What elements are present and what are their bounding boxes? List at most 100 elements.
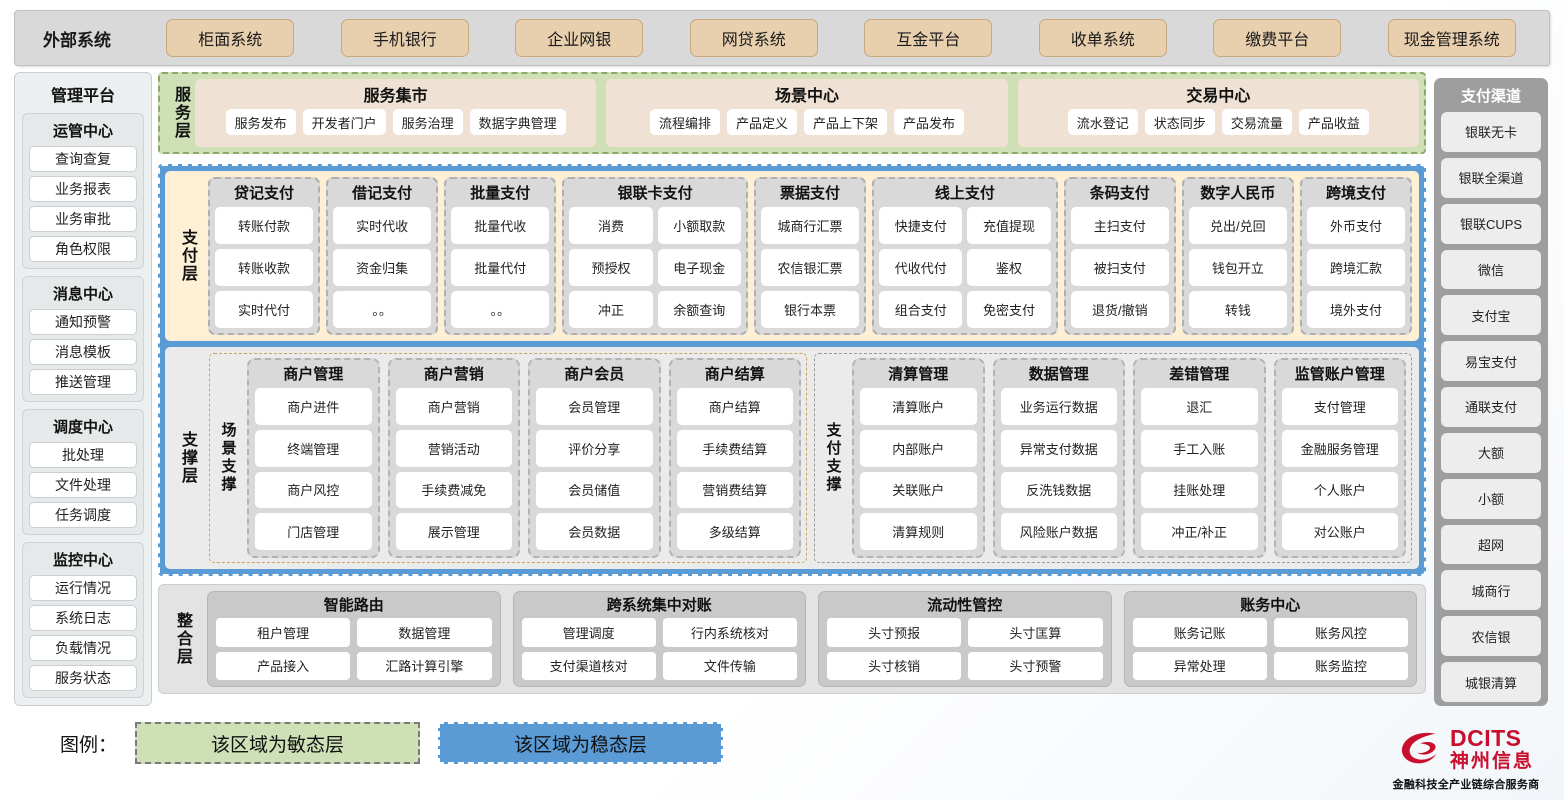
support-chip[interactable]: 手续费减免 — [395, 471, 512, 509]
management-item[interactable]: 任务调度 — [29, 502, 137, 528]
payment-chip[interactable]: 。。 — [451, 291, 550, 328]
service-chip[interactable]: 交易流量 — [1221, 109, 1292, 135]
payment-chip[interactable]: 跨境汇款 — [1306, 249, 1405, 286]
payment-chip[interactable]: 兑出/兑回 — [1188, 207, 1287, 244]
external-system-chip[interactable]: 网贷系统 — [689, 19, 818, 57]
support-chip[interactable]: 金融服务管理 — [1281, 429, 1398, 467]
support-chip[interactable]: 营销活动 — [395, 429, 512, 467]
integration-chip[interactable]: 管理调度 — [521, 618, 656, 647]
integration-chip[interactable]: 头寸预报 — [827, 618, 962, 647]
integration-chip[interactable]: 产品接入 — [216, 651, 351, 680]
integration-chip[interactable]: 头寸匡算 — [968, 618, 1103, 647]
payment-chip[interactable]: 。。 — [333, 291, 432, 328]
service-chip[interactable]: 流程编排 — [649, 109, 720, 135]
management-item[interactable]: 负载情况 — [29, 635, 137, 661]
integration-chip[interactable]: 头寸核销 — [827, 651, 962, 680]
support-chip[interactable]: 关联账户 — [860, 471, 977, 509]
payment-chip[interactable]: 消费 — [569, 207, 653, 244]
payment-channel-item[interactable]: 易宝支付 — [1441, 341, 1541, 382]
payment-chip[interactable]: 余额查询 — [657, 291, 741, 328]
payment-chip[interactable]: 预授权 — [569, 249, 653, 286]
support-chip[interactable]: 会员管理 — [536, 388, 653, 425]
payment-chip[interactable]: 组合支付 — [879, 291, 963, 328]
support-chip[interactable]: 手续费结算 — [676, 429, 793, 467]
payment-chip[interactable]: 代收代付 — [879, 249, 963, 286]
support-chip[interactable]: 清算账户 — [860, 388, 977, 425]
service-chip[interactable]: 状态同步 — [1144, 109, 1215, 135]
service-chip[interactable]: 服务治理 — [392, 109, 463, 135]
payment-chip[interactable]: 批量代付 — [451, 249, 550, 286]
payment-channel-item[interactable]: 超网 — [1441, 524, 1541, 565]
support-chip[interactable]: 支付管理 — [1281, 388, 1398, 425]
support-chip[interactable]: 内部账户 — [860, 429, 977, 467]
external-system-chip[interactable]: 现金管理系统 — [1387, 19, 1516, 57]
payment-chip[interactable]: 银行本票 — [760, 291, 860, 328]
support-chip[interactable]: 会员数据 — [536, 513, 653, 550]
payment-chip[interactable]: 电子现金 — [657, 249, 741, 286]
payment-chip[interactable]: 转账收款 — [215, 249, 314, 286]
management-item[interactable]: 系统日志 — [29, 605, 137, 631]
integration-chip[interactable]: 文件传输 — [662, 651, 797, 680]
support-chip[interactable]: 商户结算 — [676, 388, 793, 425]
support-chip[interactable]: 退汇 — [1141, 388, 1258, 425]
service-chip[interactable]: 流水登记 — [1067, 109, 1138, 135]
integration-chip[interactable]: 异常处理 — [1132, 651, 1267, 680]
support-chip[interactable]: 评价分享 — [536, 429, 653, 467]
payment-channel-item[interactable]: 支付宝 — [1441, 295, 1541, 336]
service-chip[interactable]: 开发者门户 — [302, 109, 386, 135]
support-chip[interactable]: 门店管理 — [255, 513, 372, 550]
external-system-chip[interactable]: 缴费平台 — [1213, 19, 1342, 57]
payment-chip[interactable]: 实时代付 — [215, 291, 314, 328]
service-chip[interactable]: 产品发布 — [894, 109, 965, 135]
management-item[interactable]: 角色权限 — [29, 236, 137, 262]
support-chip[interactable]: 业务运行数据 — [1000, 388, 1117, 425]
support-chip[interactable]: 会员储值 — [536, 471, 653, 509]
payment-chip[interactable]: 外币支付 — [1306, 207, 1405, 244]
support-chip[interactable]: 营销费结算 — [676, 471, 793, 509]
payment-channel-item[interactable]: 城银清算 — [1441, 662, 1541, 702]
integration-chip[interactable]: 数据管理 — [357, 618, 492, 647]
payment-channel-item[interactable]: 微信 — [1441, 249, 1541, 290]
management-item[interactable]: 文件处理 — [29, 472, 137, 498]
payment-channel-item[interactable]: 城商行 — [1441, 570, 1541, 611]
payment-chip[interactable]: 退货/撤销 — [1070, 291, 1169, 328]
payment-chip[interactable]: 境外支付 — [1306, 291, 1405, 328]
payment-chip[interactable]: 转账付款 — [215, 207, 314, 244]
payment-channel-item[interactable]: 小额 — [1441, 478, 1541, 519]
management-item[interactable]: 服务状态 — [29, 665, 137, 691]
support-chip[interactable]: 挂账处理 — [1141, 471, 1258, 509]
integration-chip[interactable]: 账务记账 — [1132, 618, 1267, 647]
payment-chip[interactable]: 城商行汇票 — [760, 207, 860, 244]
integration-chip[interactable]: 汇路计算引擎 — [357, 651, 492, 680]
management-item[interactable]: 业务审批 — [29, 206, 137, 232]
service-chip[interactable]: 产品上下架 — [803, 109, 887, 135]
payment-channel-item[interactable]: 农信银 — [1441, 616, 1541, 657]
payment-chip[interactable]: 快捷支付 — [879, 207, 963, 244]
support-chip[interactable]: 商户风控 — [255, 471, 372, 509]
payment-chip[interactable]: 充值提现 — [967, 207, 1051, 244]
payment-chip[interactable]: 批量代收 — [451, 207, 550, 244]
payment-chip[interactable]: 被扫支付 — [1070, 249, 1169, 286]
support-chip[interactable]: 展示管理 — [395, 513, 512, 550]
support-chip[interactable]: 异常支付数据 — [1000, 429, 1117, 467]
payment-channel-item[interactable]: 银联无卡 — [1441, 112, 1541, 152]
support-chip[interactable]: 风险账户数据 — [1000, 513, 1117, 550]
support-chip[interactable]: 清算规则 — [860, 513, 977, 550]
integration-chip[interactable]: 账务风控 — [1273, 618, 1408, 647]
external-system-chip[interactable]: 企业网银 — [515, 19, 644, 57]
management-item[interactable]: 运行情况 — [29, 575, 137, 601]
support-chip[interactable]: 商户进件 — [255, 388, 372, 425]
payment-chip[interactable]: 鉴权 — [967, 249, 1051, 286]
payment-chip[interactable]: 免密支付 — [967, 291, 1051, 328]
payment-chip[interactable]: 转钱 — [1188, 291, 1287, 328]
management-item[interactable]: 查询查复 — [29, 146, 137, 172]
management-item[interactable]: 通知预警 — [29, 309, 137, 335]
management-item[interactable]: 消息模板 — [29, 339, 137, 365]
service-chip[interactable]: 服务发布 — [225, 109, 296, 135]
external-system-chip[interactable]: 柜面系统 — [166, 19, 295, 57]
payment-chip[interactable]: 实时代收 — [333, 207, 432, 244]
integration-chip[interactable]: 行内系统核对 — [662, 618, 797, 647]
support-chip[interactable]: 多级结算 — [676, 513, 793, 550]
service-chip[interactable]: 数据字典管理 — [469, 109, 566, 135]
management-item[interactable]: 推送管理 — [29, 369, 137, 395]
